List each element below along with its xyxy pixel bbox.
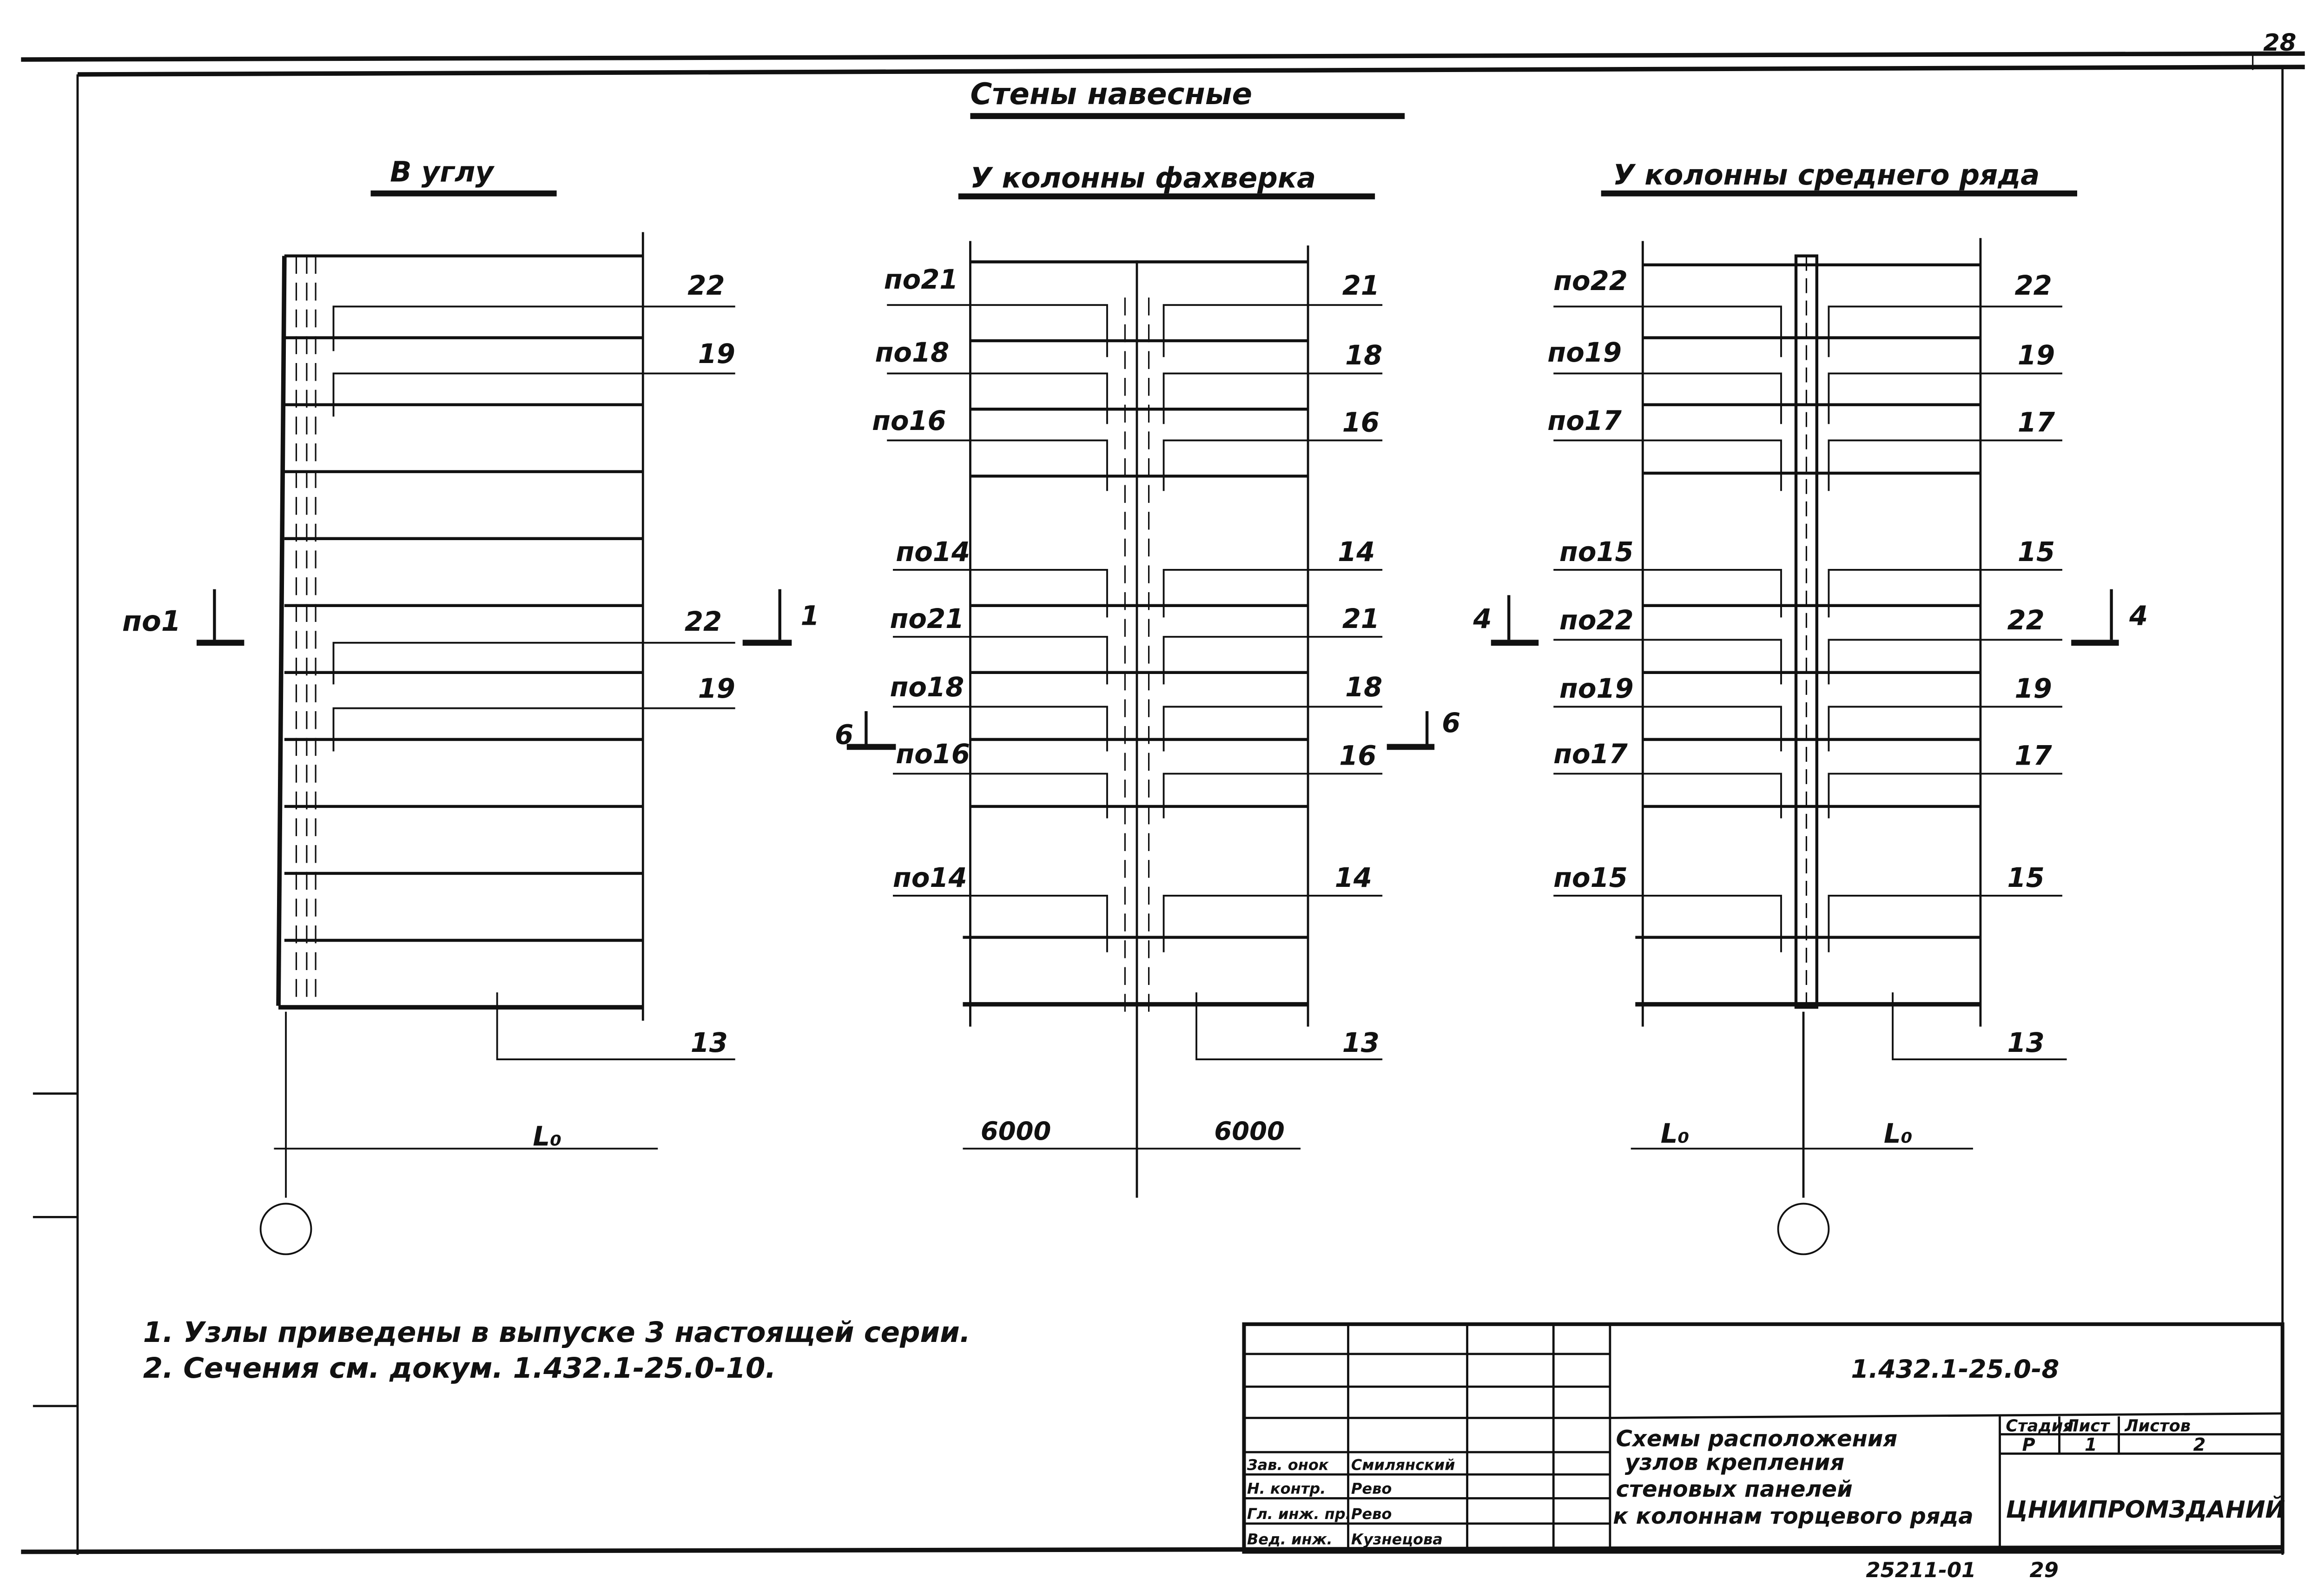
dimension: 6000 [981,1116,1051,1146]
label-right: 14 [1335,862,1372,893]
label-right: 16 [1339,740,1376,771]
view-corner: 22 19 22 19 13 по1 1 L₀ [122,232,819,1255]
label-right: 15 [2007,862,2045,893]
signature-role: Гл. инж. пр. [1247,1505,1351,1523]
view-middle-column: по22 по19 по17 по15 по22 по19 по17 по15 … [1472,238,2148,1255]
signature-name: Кузнецова [1351,1531,1443,1548]
sheet-frame [21,51,2305,1555]
section-mark-4: 4 [1472,603,1492,634]
signature-name: Рево [1351,1480,1392,1498]
view-title-middle-column: У колонны среднего ряда [1613,159,2040,192]
label-19: 19 [698,338,735,370]
description-line: стеновых панелей [1616,1476,1853,1502]
label-right: 18 [1345,340,1382,371]
description-line: узлов крепления [1625,1450,1844,1476]
note-1: 1. Узлы приведены в выпуске 3 настоящей … [143,1316,971,1349]
label-left: по16 [896,739,970,770]
sheet-header: Лист [2065,1416,2111,1435]
view-framing-column: по21 по18 по16 по14 по21 по18 по16 по14 … [835,241,1460,1198]
label-left: по17 [1553,739,1628,770]
stage-header: Стадия [2006,1416,2073,1435]
section-mark-number: 1 [801,600,819,631]
note-2: 2. Сечения см. докум. 1.432.1-25.0-10. [143,1352,776,1385]
label-left: по21 [884,264,958,295]
label-right: 14 [1338,536,1375,568]
sheets-value: 2 [2193,1434,2206,1455]
label-right: 19 [2015,673,2052,704]
view-title-corner: В углу [390,156,495,189]
signature-name: Рево [1351,1505,1392,1523]
title-block: 1.432.1-25.0-8 Схемы расположения узлов … [1242,1322,2285,1554]
dimension-l0: L₀ [1661,1118,1690,1149]
label-left: по15 [1553,862,1628,893]
document-code: 1.432.1-25.0-8 [1851,1354,2059,1384]
label-left: по22 [1553,265,1628,297]
label-right: 16 [1342,407,1380,438]
label-right: 21 [1342,603,1380,634]
section-mark-6: 6 [1442,707,1460,739]
page-number: 28 [2263,29,2296,57]
footer-right: 29 [2030,1558,2059,1582]
signature-role: Н. контр. [1247,1480,1326,1498]
description-line: Схемы расположения [1616,1426,1898,1452]
label-left: по18 [875,337,950,368]
label-left: по15 [1559,536,1634,568]
sheet-value: 1 [2085,1434,2097,1455]
organization: ЦНИИПРОМЗДАНИЙ [2006,1495,2285,1524]
section-mark-6: 6 [835,719,853,750]
stage-value: Р [2022,1434,2035,1455]
signature-role: Вед. инж. [1247,1531,1333,1548]
label-13: 13 [691,1027,728,1058]
section-mark-4: 4 [2129,600,2148,631]
view-title-framing-column: У колонны фахверка [970,162,1316,194]
signature-name: Смилянский [1351,1456,1455,1474]
label-right: 17 [2015,740,2052,771]
section-mark-label: по1 [122,605,181,638]
dimension-l0: L₀ [1884,1118,1913,1149]
dimension: 6000 [1214,1116,1284,1146]
label-left: по19 [1559,673,1634,704]
label-right: 17 [2018,407,2055,438]
label-19: 19 [698,673,735,704]
signature-role: Зав. онок [1247,1456,1329,1474]
label-right: 18 [1345,672,1382,703]
label-left: по14 [893,862,967,893]
label-right: 22 [2007,605,2045,636]
label-left: по22 [1559,605,1634,636]
sheets-header: Листов [2124,1416,2191,1435]
label-right: 15 [2018,536,2055,568]
label-left: по16 [872,405,946,436]
label-22: 22 [687,270,725,301]
footer-left: 25211-01 [1866,1558,1976,1582]
label-right: 19 [2018,340,2055,371]
label-left: по19 [1547,337,1622,368]
label-right: 13 [2007,1027,2045,1058]
label-right: 21 [1342,270,1380,301]
dimension-l0: L₀ [533,1121,561,1152]
label-right: 13 [1342,1027,1380,1058]
label-left: по17 [1547,405,1622,436]
main-title: Стены навесные [970,77,1252,112]
label-left: по14 [896,536,970,568]
label-22: 22 [685,606,722,637]
description-line: к колоннам торцевого ряда [1613,1503,1973,1529]
label-left: по18 [890,672,964,703]
label-right: 22 [2015,270,2052,301]
label-left: по21 [890,603,964,634]
